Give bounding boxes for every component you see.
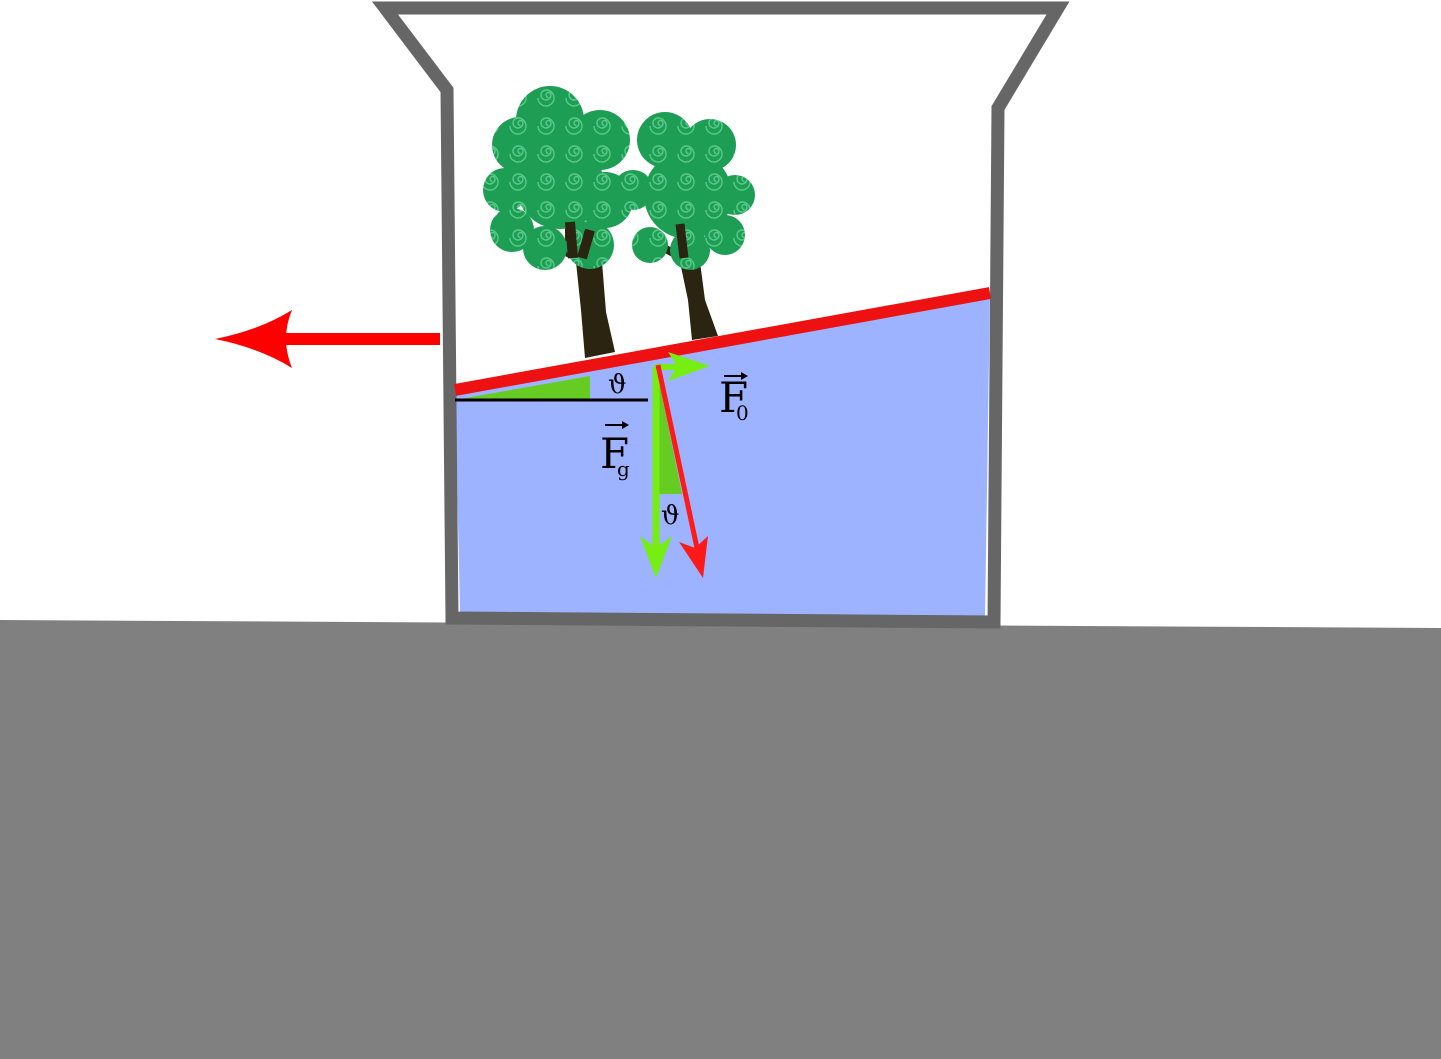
tree-icon (613, 112, 755, 340)
theta-vector-label: ϑ (661, 501, 680, 531)
theta-surface-label: ϑ (608, 370, 627, 400)
ground (0, 620, 1441, 1059)
force-f0-label: F 0 (719, 372, 749, 425)
liquid-surface-line (453, 287, 992, 396)
vector-angle-wedge (656, 367, 682, 494)
tree-icon (483, 86, 633, 358)
arrow-left-icon (215, 310, 440, 368)
tree-foliage (483, 86, 633, 270)
vector-angle-gap (656, 494, 684, 530)
svg-text:g: g (617, 457, 630, 481)
tree-trunk (680, 262, 718, 340)
tree-trunk (576, 262, 615, 358)
force-fg-arrow (640, 367, 672, 578)
force-fg-label: F g (600, 421, 630, 481)
container (371, 1, 1070, 629)
resultant-force-arrow (655, 364, 708, 578)
svg-text:F: F (600, 429, 629, 478)
svg-text:F: F (719, 373, 748, 422)
surface-angle-gap (590, 366, 645, 399)
surface-angle-wedge (460, 376, 590, 399)
liquid (455, 293, 990, 618)
svg-text:0: 0 (736, 401, 749, 425)
